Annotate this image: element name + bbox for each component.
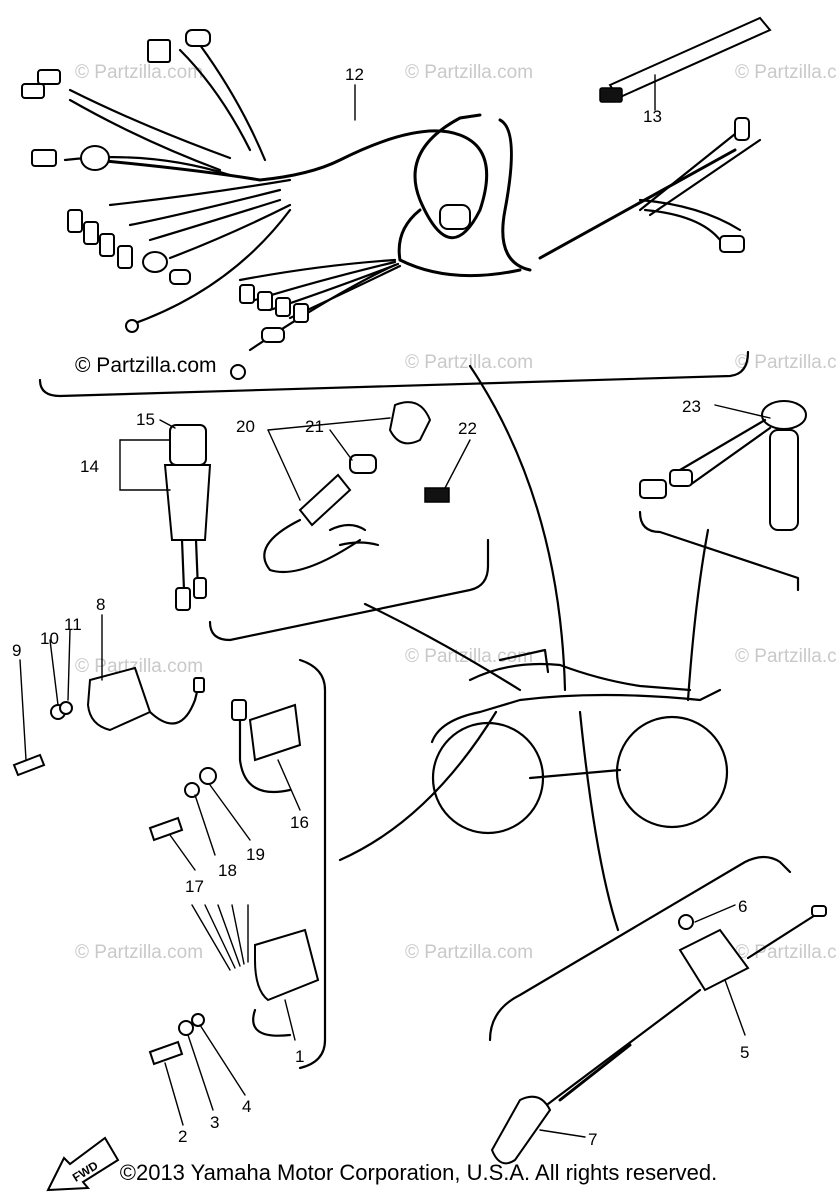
callout-18: 18 xyxy=(218,861,237,880)
callout-numbers: 1 2 3 4 5 6 7 8 9 10 11 12 13 14 15 16 1… xyxy=(12,65,749,1149)
watermark-text: © Partzilla.com xyxy=(405,352,533,373)
watermark-text: © Partzilla.com xyxy=(75,62,203,83)
stop-switch xyxy=(263,401,432,574)
callout-15: 15 xyxy=(136,410,155,429)
callout-16: 16 xyxy=(290,813,309,832)
watermark-text: © Partzilla.com xyxy=(405,942,533,963)
callout-14: 14 xyxy=(80,457,99,476)
copyright-text: ©2013 Yamaha Motor Corporation, U.S.A. A… xyxy=(119,1160,718,1185)
vehicle-outline xyxy=(430,648,729,835)
regulator xyxy=(12,666,205,777)
callout-12: 12 xyxy=(345,65,364,84)
watermark-main-text: © Partzilla.com xyxy=(75,354,217,377)
watermarks: © Partzilla.com © Partzilla.com © Partzi… xyxy=(75,62,837,963)
watermark-text: © Partzilla.com xyxy=(735,646,837,667)
callout-leaders xyxy=(19,74,771,1138)
fwd-arrow: FWD xyxy=(46,1136,120,1192)
watermark-text: © Partzilla.com xyxy=(75,942,203,963)
callout-3: 3 xyxy=(210,1113,219,1132)
watermark-text: © Partzilla.com xyxy=(405,646,533,667)
cdi-unit xyxy=(148,904,320,1066)
callout-17: 17 xyxy=(185,877,204,896)
callout-21: 21 xyxy=(305,417,324,436)
callout-10: 10 xyxy=(40,629,59,648)
wire-harness xyxy=(21,29,762,380)
callout-5: 5 xyxy=(740,1043,749,1062)
watermark-text: © Partzilla.com xyxy=(735,942,837,963)
band-part xyxy=(599,16,772,103)
ignition-coil xyxy=(148,699,302,842)
callout-20: 20 xyxy=(236,417,255,436)
callout-1: 1 xyxy=(295,1047,304,1066)
watermark-text: © Partzilla.com xyxy=(405,62,533,83)
starter-cable xyxy=(490,905,827,1165)
main-switch xyxy=(163,424,212,611)
callout-2: 2 xyxy=(178,1127,187,1146)
watermark-text: © Partzilla.com xyxy=(735,62,837,83)
callout-13: 13 xyxy=(643,107,662,126)
throttle-grip xyxy=(639,400,807,531)
callout-22: 22 xyxy=(458,419,477,438)
callout-4: 4 xyxy=(242,1097,251,1116)
clip-part xyxy=(424,487,450,503)
group-brackets xyxy=(38,350,800,1070)
leader-lines xyxy=(338,364,710,932)
callout-23: 23 xyxy=(682,397,701,416)
callout-7: 7 xyxy=(588,1130,597,1149)
callout-11: 11 xyxy=(64,615,82,634)
callout-8: 8 xyxy=(96,595,105,614)
callout-19: 19 xyxy=(246,845,265,864)
callout-6: 6 xyxy=(738,897,747,916)
watermark-text: © Partzilla.com xyxy=(735,352,837,373)
watermark-text: © Partzilla.com xyxy=(75,656,203,677)
callout-9: 9 xyxy=(12,641,21,660)
